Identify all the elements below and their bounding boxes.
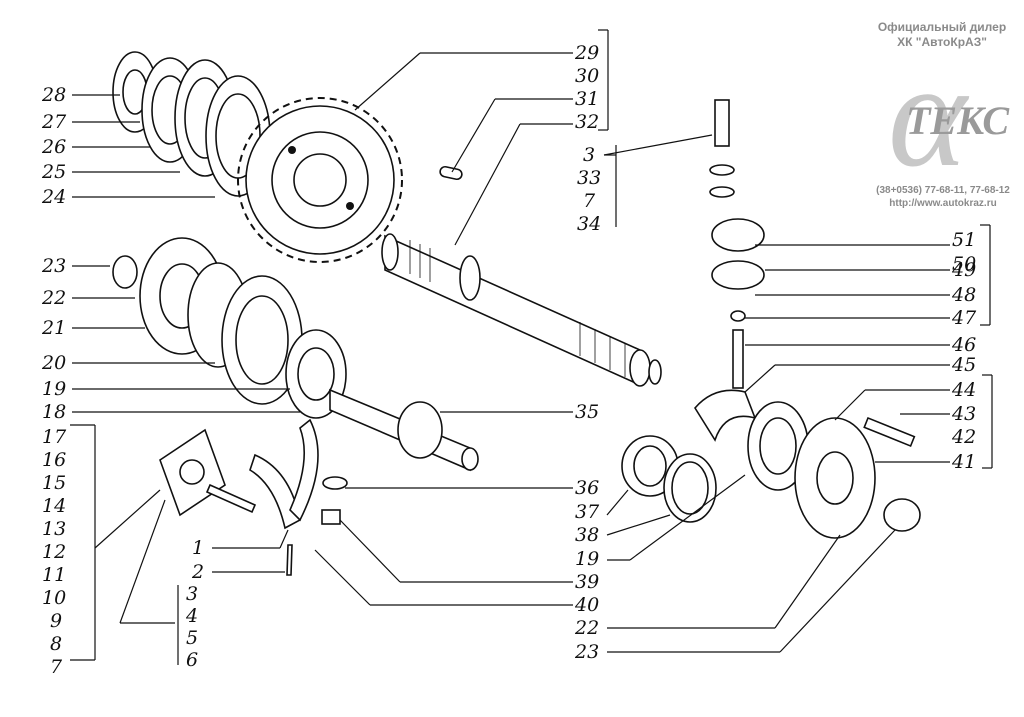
dealer-line-2: ХК "АвтоКрАЗ"	[897, 35, 987, 49]
label-29: 29	[574, 42, 599, 64]
label-40: 40	[574, 594, 599, 616]
label-19: 19	[42, 378, 66, 400]
label-21: 21	[41, 317, 66, 339]
brand-name: ТЕКС	[906, 98, 1010, 143]
part-51-housing	[711, 218, 765, 252]
part-labels: 28 27 26 25 24 23 22 21 20 19 18 17 16 1…	[41, 42, 977, 678]
part-47-seal	[730, 310, 746, 322]
label-16: 16	[42, 449, 66, 471]
part-2-bolt	[286, 544, 293, 576]
part-29-large-gear	[237, 97, 403, 263]
part-39-switch	[321, 509, 341, 525]
label-18: 18	[42, 401, 66, 423]
part-36-washer	[322, 476, 348, 490]
label-36: 36	[575, 477, 599, 499]
label-28: 28	[41, 84, 66, 106]
part-46-spindle	[732, 329, 744, 389]
label-27: 27	[41, 111, 67, 133]
label-6: 6	[186, 649, 198, 671]
label-1: 1	[192, 537, 204, 559]
label-42: 42	[951, 426, 976, 448]
dealer-phones: (38+0536) 77-68-11, 77-68-12	[876, 185, 1010, 196]
part-14-rod	[205, 483, 257, 514]
label-3-bottom: 3	[186, 583, 198, 605]
label-4: 4	[185, 605, 198, 627]
logo-alpha: α	[888, 32, 970, 198]
part-3-bolt	[714, 99, 730, 147]
label-8: 8	[50, 633, 62, 655]
label-9: 9	[50, 610, 62, 632]
right-upper-assembly	[709, 99, 765, 389]
label-23: 23	[41, 255, 66, 277]
part-45-cover	[694, 389, 757, 442]
part-41-flange	[794, 417, 876, 539]
label-38: 38	[575, 524, 599, 546]
part-7-washer	[709, 186, 735, 198]
shift-fork-assembly	[159, 418, 348, 576]
label-13: 13	[42, 518, 66, 540]
label-3-top: 3	[583, 144, 595, 166]
input-shaft-assembly	[112, 237, 479, 472]
label-26: 26	[41, 136, 66, 158]
part-1-fork	[249, 453, 301, 530]
label-12: 12	[42, 541, 66, 563]
part-43-bolt	[863, 416, 916, 448]
label-32: 32	[575, 111, 599, 133]
label-50: 50	[952, 253, 976, 275]
label-46: 46	[951, 334, 976, 356]
label-7-top: 7	[583, 190, 596, 212]
label-10: 10	[42, 587, 66, 609]
label-17: 17	[42, 426, 67, 448]
label-45: 45	[951, 354, 976, 376]
part-33-washer	[709, 164, 735, 176]
label-15: 15	[42, 472, 66, 494]
label-19-bottom: 19	[575, 548, 599, 570]
label-30: 30	[575, 65, 599, 87]
label-20: 20	[41, 352, 66, 374]
label-51: 51	[952, 229, 976, 251]
label-43: 43	[951, 403, 976, 425]
label-33: 33	[577, 167, 601, 189]
label-41: 41	[951, 451, 976, 473]
output-flange-assembly	[621, 389, 921, 539]
label-48: 48	[951, 284, 976, 306]
label-7: 7	[50, 656, 63, 678]
part-49-gasket	[711, 260, 765, 290]
dealer-website: http://www.autokraz.ru	[889, 198, 996, 209]
label-35: 35	[575, 401, 599, 423]
label-22: 22	[41, 287, 66, 309]
upper-gear-assembly	[112, 51, 463, 263]
label-5: 5	[186, 627, 198, 649]
label-23-bottom: 23	[574, 641, 599, 663]
label-11: 11	[42, 564, 66, 586]
part-17-cover-plate	[159, 428, 226, 517]
part-23-nut	[112, 255, 138, 289]
label-31: 31	[575, 88, 599, 110]
part-23-nut-right	[883, 498, 921, 532]
part-31-pin	[439, 165, 463, 181]
leader-lines	[70, 29, 993, 665]
part-32-main-shaft	[381, 233, 662, 387]
label-14: 14	[42, 495, 66, 517]
label-39: 39	[575, 571, 599, 593]
label-44: 44	[951, 379, 976, 401]
label-22-bottom: 22	[574, 617, 599, 639]
label-49: 49	[951, 259, 976, 281]
dealer-watermark: Официальный дилер ХК "АвтоКрАЗ" α ТЕКС (…	[876, 20, 1010, 209]
label-37: 37	[575, 501, 600, 523]
label-34: 34	[577, 213, 601, 235]
label-2: 2	[191, 561, 204, 583]
dealer-line-1: Официальный дилер	[878, 20, 1006, 34]
label-24: 24	[41, 186, 66, 208]
label-25: 25	[41, 161, 66, 183]
label-47: 47	[951, 307, 977, 329]
